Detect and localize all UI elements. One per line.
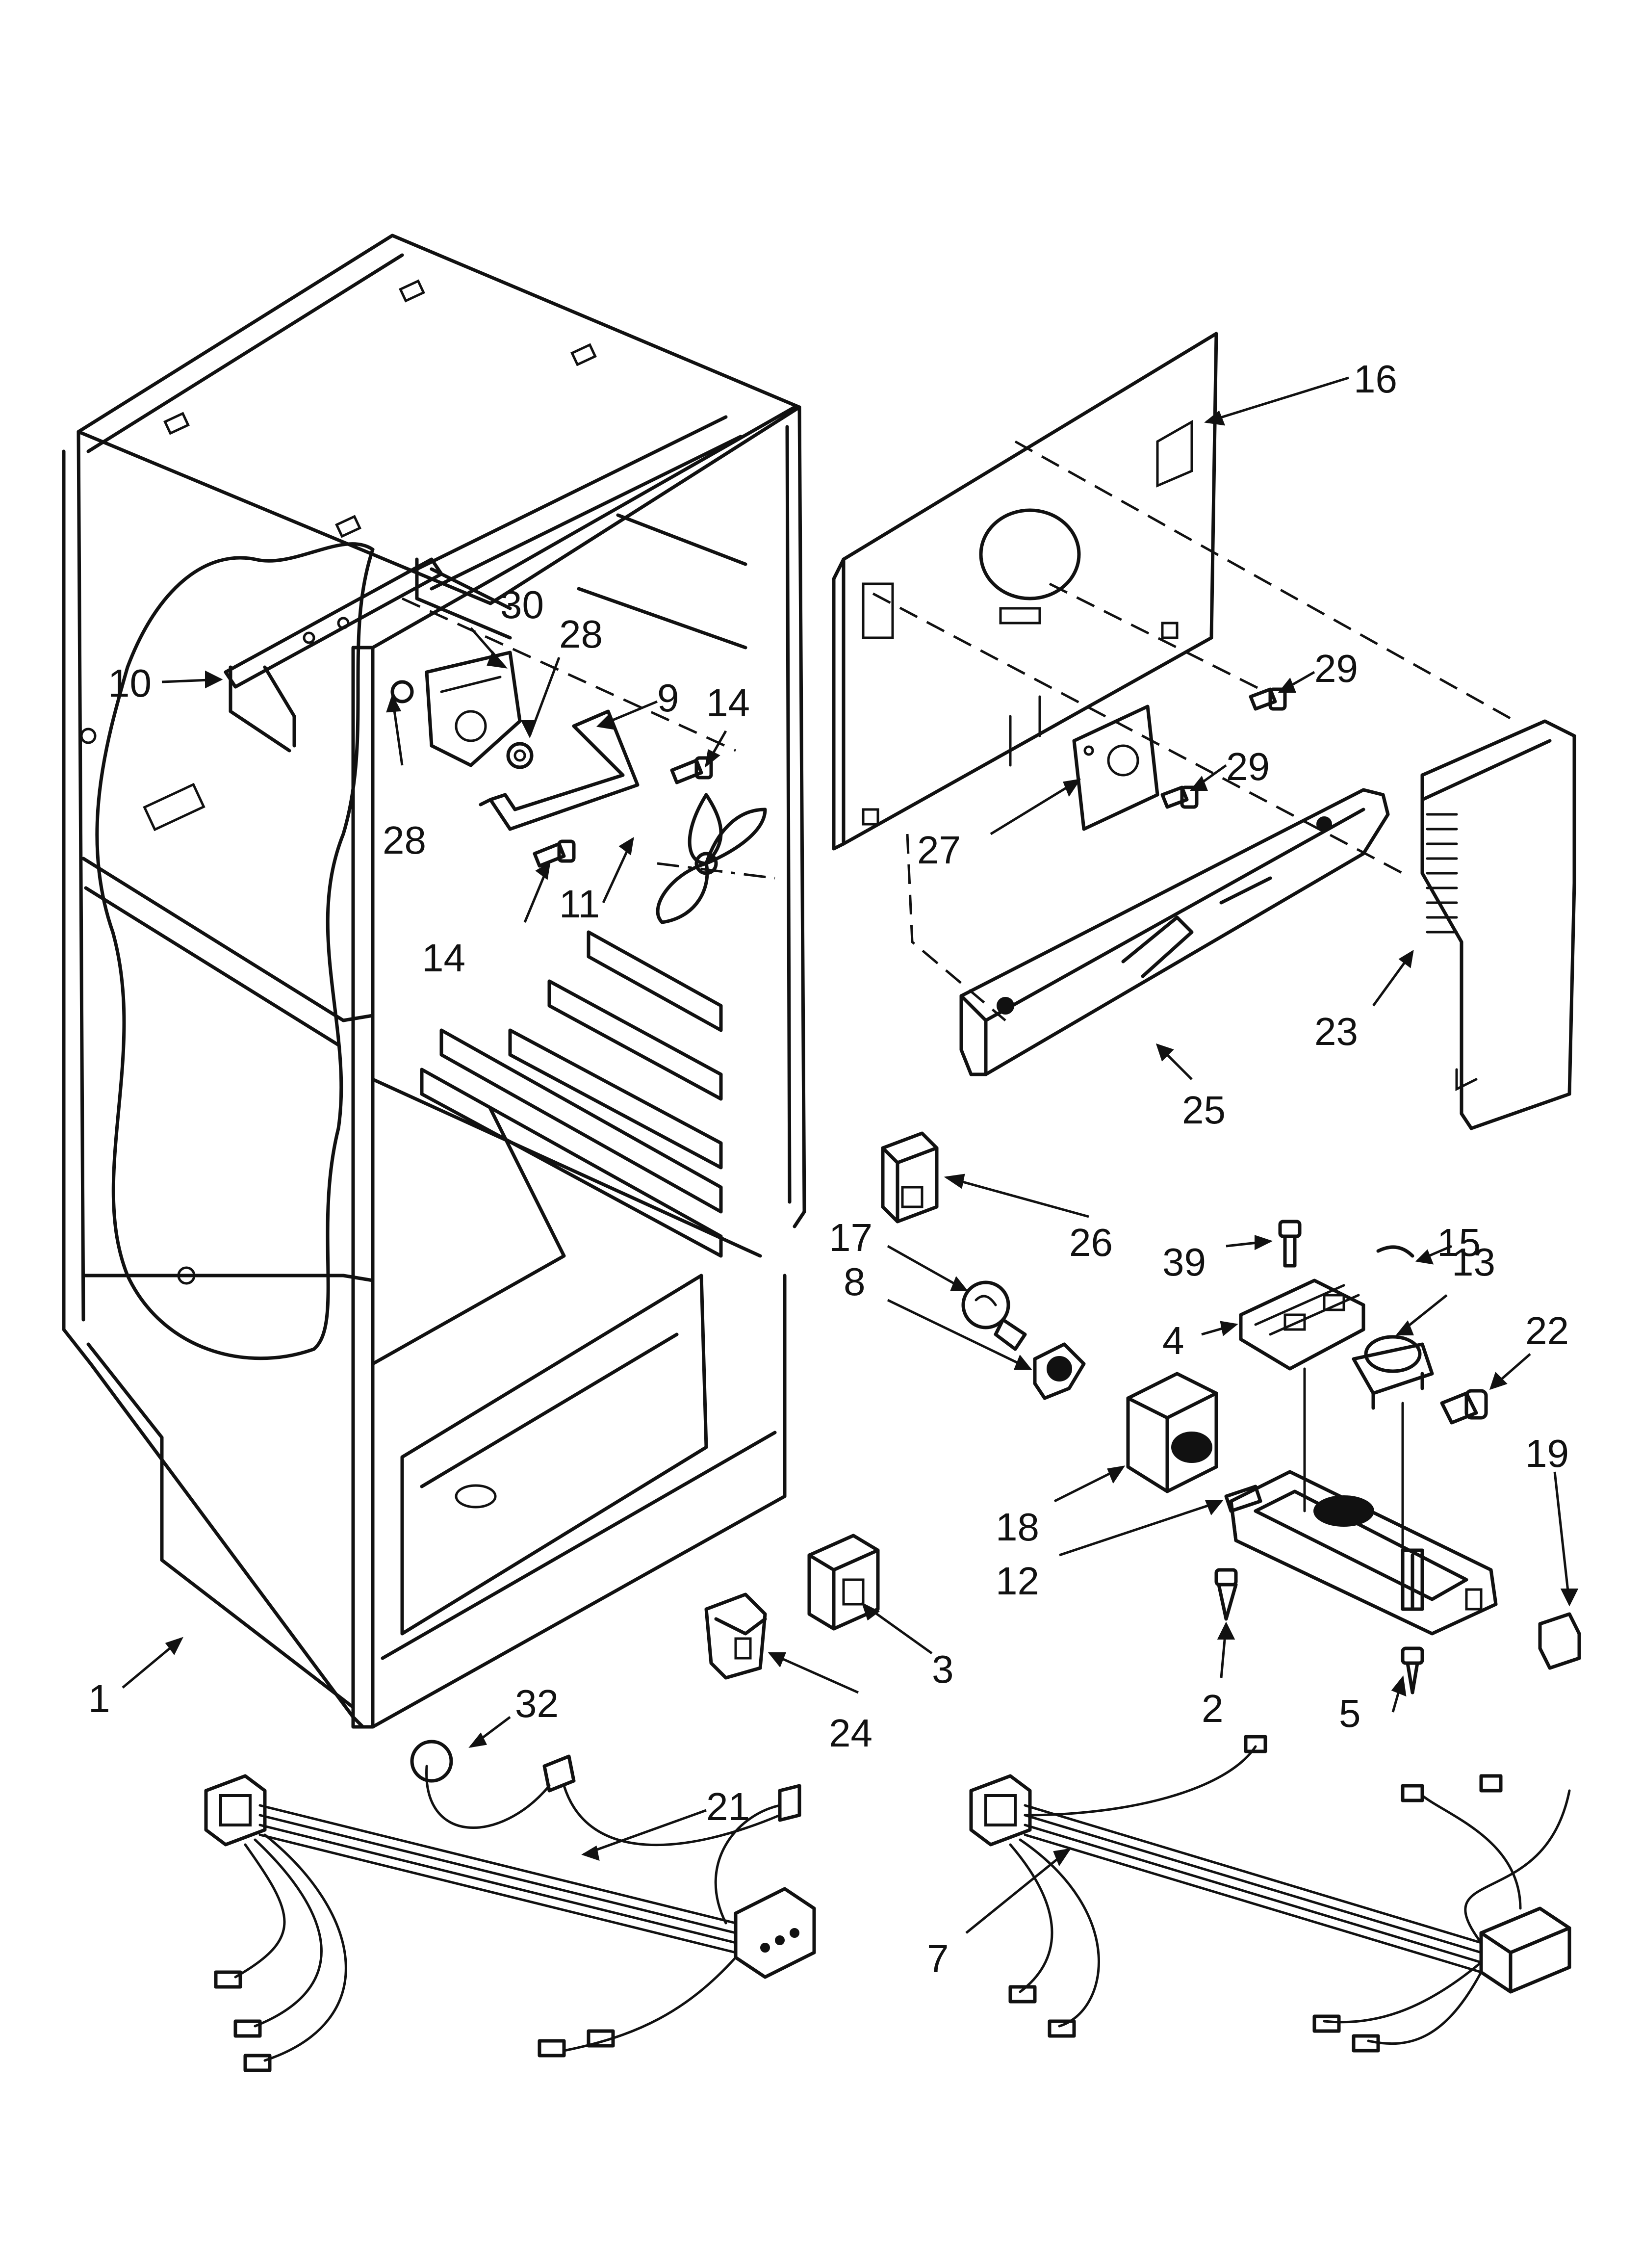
callout-5: 5 bbox=[1339, 1692, 1361, 1735]
callout-7: 7 bbox=[927, 1937, 949, 1981]
callout-10: 10 bbox=[108, 661, 152, 705]
callout-27: 27 bbox=[917, 828, 961, 872]
fan-blade bbox=[656, 793, 775, 924]
callout-19: 19 bbox=[1525, 1432, 1569, 1475]
callout-29b: 29 bbox=[1226, 745, 1270, 788]
callout-14b: 14 bbox=[422, 936, 465, 980]
callout-30: 30 bbox=[500, 583, 544, 626]
mounting-plate bbox=[1072, 704, 1159, 831]
callout-2: 2 bbox=[1202, 1687, 1224, 1730]
damper-cover bbox=[881, 1131, 939, 1224]
control-board bbox=[1239, 1278, 1365, 1371]
relay-3 bbox=[807, 1534, 880, 1631]
callout-25: 25 bbox=[1182, 1088, 1226, 1132]
callout-28b: 28 bbox=[383, 818, 426, 862]
callout-13: 13 bbox=[1452, 1240, 1495, 1284]
evaporator-fan-bracket bbox=[224, 557, 737, 753]
callout-8: 8 bbox=[844, 1260, 866, 1303]
light-bulb bbox=[961, 1280, 1027, 1351]
callout-39: 39 bbox=[1162, 1240, 1206, 1284]
rail-cover bbox=[959, 788, 1390, 1076]
callout-24: 24 bbox=[829, 1711, 872, 1755]
board-screw bbox=[1278, 1220, 1302, 1268]
callout-17: 17 bbox=[829, 1216, 872, 1259]
control-knob bbox=[1440, 1389, 1488, 1425]
push-rivet bbox=[1214, 1568, 1238, 1621]
callout-4: 4 bbox=[1162, 1319, 1184, 1362]
callout-21: 21 bbox=[706, 1785, 750, 1828]
callout-22: 22 bbox=[1525, 1309, 1569, 1353]
callout-14a: 14 bbox=[706, 681, 750, 725]
callout-16: 16 bbox=[1354, 357, 1397, 401]
callout-23: 23 bbox=[1314, 1010, 1358, 1053]
callout-32: 32 bbox=[515, 1682, 559, 1725]
callout-11: 11 bbox=[559, 882, 600, 926]
callout-28a: 28 bbox=[559, 612, 603, 656]
alignment-line bbox=[906, 834, 1006, 1021]
wiring-harness-21 bbox=[204, 1740, 816, 2072]
callout-9: 9 bbox=[657, 676, 679, 720]
housing-screw bbox=[1401, 1646, 1424, 1694]
temperature-control bbox=[1352, 1335, 1434, 1410]
light-shield bbox=[1126, 1372, 1218, 1493]
wiring-harness-7 bbox=[969, 1735, 1571, 2053]
callout-1: 1 bbox=[88, 1677, 110, 1721]
housing-clip bbox=[1224, 1485, 1262, 1513]
callout-15: 15 bbox=[1437, 1221, 1481, 1264]
relay-24 bbox=[704, 1592, 767, 1680]
callout-labels: 1 2 3 4 5 7 8 9 10 11 12 13 14 14 15 16 … bbox=[88, 357, 1569, 1981]
evaporator-cover-panel bbox=[832, 332, 1218, 851]
screws-29 bbox=[1160, 687, 1287, 809]
fan-motor bbox=[390, 651, 534, 769]
light-socket bbox=[1033, 1342, 1086, 1400]
alignment-line bbox=[872, 592, 1404, 875]
side-duct-cover bbox=[1420, 719, 1576, 1130]
control-housing bbox=[1229, 1367, 1498, 1636]
connector-19 bbox=[1538, 1612, 1581, 1670]
callout-18: 18 bbox=[996, 1505, 1039, 1549]
thermistor-wire bbox=[1376, 1245, 1414, 1258]
motor-mount-bracket bbox=[479, 709, 640, 831]
alignment-line bbox=[1049, 582, 1266, 693]
screws-14 bbox=[533, 756, 713, 868]
leader-lines bbox=[122, 376, 1579, 1934]
callout-12: 12 bbox=[996, 1559, 1039, 1603]
cabinet-liner bbox=[62, 234, 806, 1729]
callout-26: 26 bbox=[1069, 1221, 1113, 1264]
alignment-line bbox=[1014, 440, 1516, 723]
callout-29a: 29 bbox=[1314, 647, 1358, 690]
callout-3: 3 bbox=[932, 1647, 954, 1691]
